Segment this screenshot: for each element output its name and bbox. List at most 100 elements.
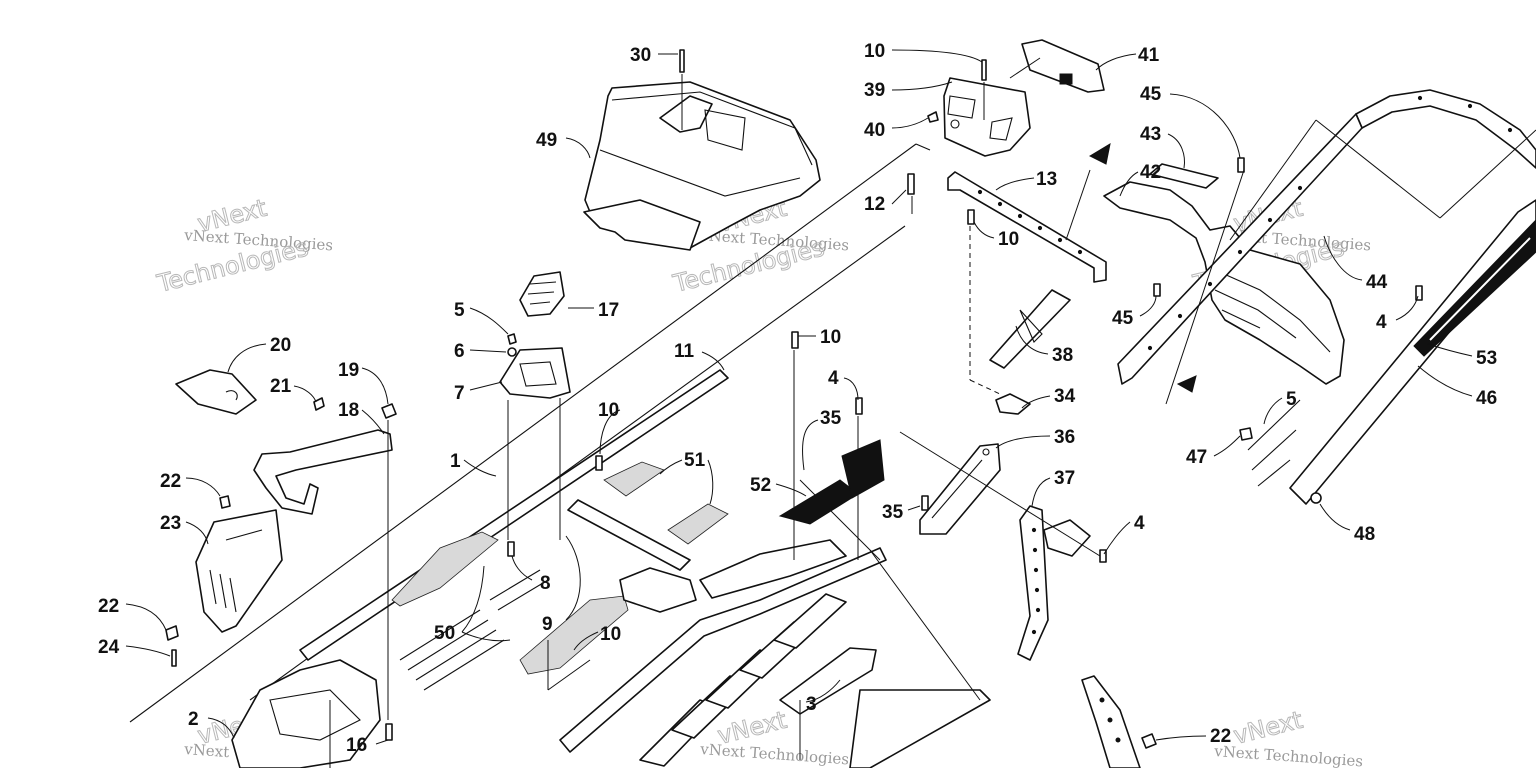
callout-48: 48 xyxy=(1354,524,1375,545)
watermark-small: vNext Technologies xyxy=(699,740,850,768)
part-37-rail xyxy=(1017,505,1091,661)
callout-1: 1 xyxy=(450,451,461,472)
callout-42: 42 xyxy=(1140,162,1161,183)
part-38-tunnel-rear xyxy=(989,289,1071,369)
callout-7: 7 xyxy=(454,383,465,404)
callout-30: 30 xyxy=(630,45,651,66)
watermark-small: vNext Technologies xyxy=(1213,742,1364,768)
callout-5-right: 5 xyxy=(1286,389,1297,410)
nut-22b xyxy=(165,625,179,641)
bolt-10a xyxy=(981,59,987,81)
grip-pad-51b xyxy=(667,503,729,545)
callout-35-low: 35 xyxy=(882,502,904,523)
screw-40 xyxy=(927,111,939,123)
bolt-10c xyxy=(791,331,799,349)
part-43-reflector xyxy=(1149,163,1219,189)
callout-51: 51 xyxy=(684,450,706,471)
part-39-light-housing xyxy=(943,77,1031,157)
running-board-treads xyxy=(639,593,847,767)
hardware xyxy=(165,49,1423,749)
bolt-47 xyxy=(1239,427,1253,441)
bolt-5b xyxy=(507,333,517,345)
watermark-bottom-center: vNext vNext Technologies xyxy=(699,705,850,768)
callout-4-lower: 4 xyxy=(1134,513,1145,534)
part-13-rail xyxy=(947,171,1107,283)
callout-20: 20 xyxy=(270,335,291,356)
callout-22-mid: 22 xyxy=(98,596,119,617)
nut-19 xyxy=(381,403,397,419)
callout-41: 41 xyxy=(1138,45,1160,66)
grip-pad-50a xyxy=(391,531,499,607)
callout-53: 53 xyxy=(1476,348,1497,369)
callout-10-center: 10 xyxy=(820,327,841,348)
tunnel-deck xyxy=(391,439,991,768)
callout-49: 49 xyxy=(536,130,557,151)
callout-4-center: 4 xyxy=(828,368,839,389)
nut-22c xyxy=(1141,733,1157,749)
part-17-gauge-cover xyxy=(519,271,565,317)
callout-17: 17 xyxy=(598,300,619,321)
callout-13: 13 xyxy=(1036,169,1057,190)
part-42-flap xyxy=(1103,181,1345,385)
bolt-45a xyxy=(1237,157,1245,173)
bolt-10b xyxy=(967,209,975,225)
callout-11: 11 xyxy=(674,341,695,362)
watermark-top-left: vNext vNext Technologies Technologies xyxy=(153,193,333,298)
part-23-guard xyxy=(195,509,283,633)
callout-36: 36 xyxy=(1054,427,1075,448)
callout-23: 23 xyxy=(160,513,181,534)
callout-10-left: 10 xyxy=(598,400,619,421)
callout-18: 18 xyxy=(338,400,359,421)
bolt-30 xyxy=(679,49,685,73)
bolt-35b xyxy=(921,495,929,511)
alignment-lines xyxy=(329,57,1536,768)
callout-5-left: 5 xyxy=(454,300,465,321)
bolt-21 xyxy=(313,397,325,411)
bolt-16 xyxy=(385,723,393,741)
callout-10-bottom: 10 xyxy=(600,624,621,645)
callout-9: 9 xyxy=(542,614,553,635)
callout-19: 19 xyxy=(338,360,359,381)
callout-52: 52 xyxy=(750,475,771,496)
callout-50: 50 xyxy=(434,623,455,644)
callout-35-top: 35 xyxy=(820,408,842,429)
callout-2: 2 xyxy=(188,709,199,730)
arrow-marker-lower xyxy=(1176,375,1197,393)
grip-pad-50b xyxy=(519,595,629,675)
bolt-4a xyxy=(1415,285,1423,301)
callout-3: 3 xyxy=(806,694,817,715)
callout-16: 16 xyxy=(346,735,367,756)
callout-40: 40 xyxy=(864,120,885,141)
bolt-4c xyxy=(855,397,863,415)
callout-22-lower: 22 xyxy=(1210,726,1231,747)
part-18-strap xyxy=(253,429,393,515)
callout-37: 37 xyxy=(1054,468,1075,489)
callout-leaders xyxy=(125,49,1473,745)
grip-pad-51a xyxy=(603,461,665,497)
callout-47: 47 xyxy=(1186,447,1207,468)
callout-10-top: 10 xyxy=(864,41,885,62)
nut-48 xyxy=(1310,492,1322,504)
callout-34: 34 xyxy=(1054,386,1076,407)
part-41-bracket xyxy=(1021,39,1105,93)
part-46-bumper-loop xyxy=(1117,89,1536,505)
callout-6: 6 xyxy=(454,341,465,362)
callout-21: 21 xyxy=(270,376,292,397)
callout-45-top: 45 xyxy=(1140,84,1162,105)
callout-44: 44 xyxy=(1366,272,1388,293)
part-7-mount xyxy=(499,347,571,399)
callout-38: 38 xyxy=(1052,345,1073,366)
bolt-8 xyxy=(507,541,515,557)
callout-22-upper: 22 xyxy=(160,471,181,492)
bolt-12 xyxy=(907,173,915,195)
callout-45-low: 45 xyxy=(1112,308,1134,329)
callout-39: 39 xyxy=(864,80,885,101)
callout-12: 12 xyxy=(864,194,885,215)
bolt-24 xyxy=(171,649,177,667)
bolt-10d xyxy=(595,455,603,471)
callout-46: 46 xyxy=(1476,388,1497,409)
callout-8: 8 xyxy=(540,573,551,594)
part-34-clip xyxy=(995,393,1031,415)
arrow-marker-upper xyxy=(1088,142,1111,165)
